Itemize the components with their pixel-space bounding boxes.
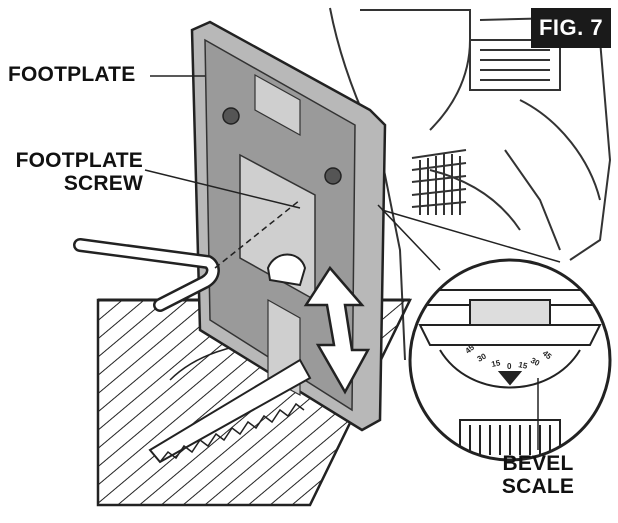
label-footplate-screw: FOOTPLATE SCREW: [8, 149, 143, 195]
bevel-zoom-detail: 45 30 15 0 15 30 45: [408, 258, 612, 462]
label-footplate: FOOTPLATE: [8, 63, 136, 86]
scale-mark-5: 15: [518, 360, 529, 371]
label-bevel-scale-line1: BEVEL: [502, 452, 574, 475]
label-bevel-scale-line2: SCALE: [501, 474, 575, 498]
figure-number-badge: FIG. 7: [531, 8, 611, 48]
label-footplate-screw-line1: FOOTPLATE: [15, 149, 143, 172]
leader-lines: [144, 75, 539, 450]
footplate-plate: [190, 20, 387, 432]
scale-mark-3: 15: [491, 358, 502, 369]
hex-key: [73, 199, 301, 312]
saw-blade: [148, 358, 312, 464]
adjust-arrow-icon: [303, 265, 371, 395]
grip-ridges: [411, 149, 467, 215]
scale-mark-4: 0: [507, 362, 512, 371]
zoom-connector: [377, 204, 561, 271]
label-bevel-scale: BEVEL SCALE: [490, 452, 586, 498]
label-footplate-screw-line2: SCREW: [63, 171, 143, 195]
